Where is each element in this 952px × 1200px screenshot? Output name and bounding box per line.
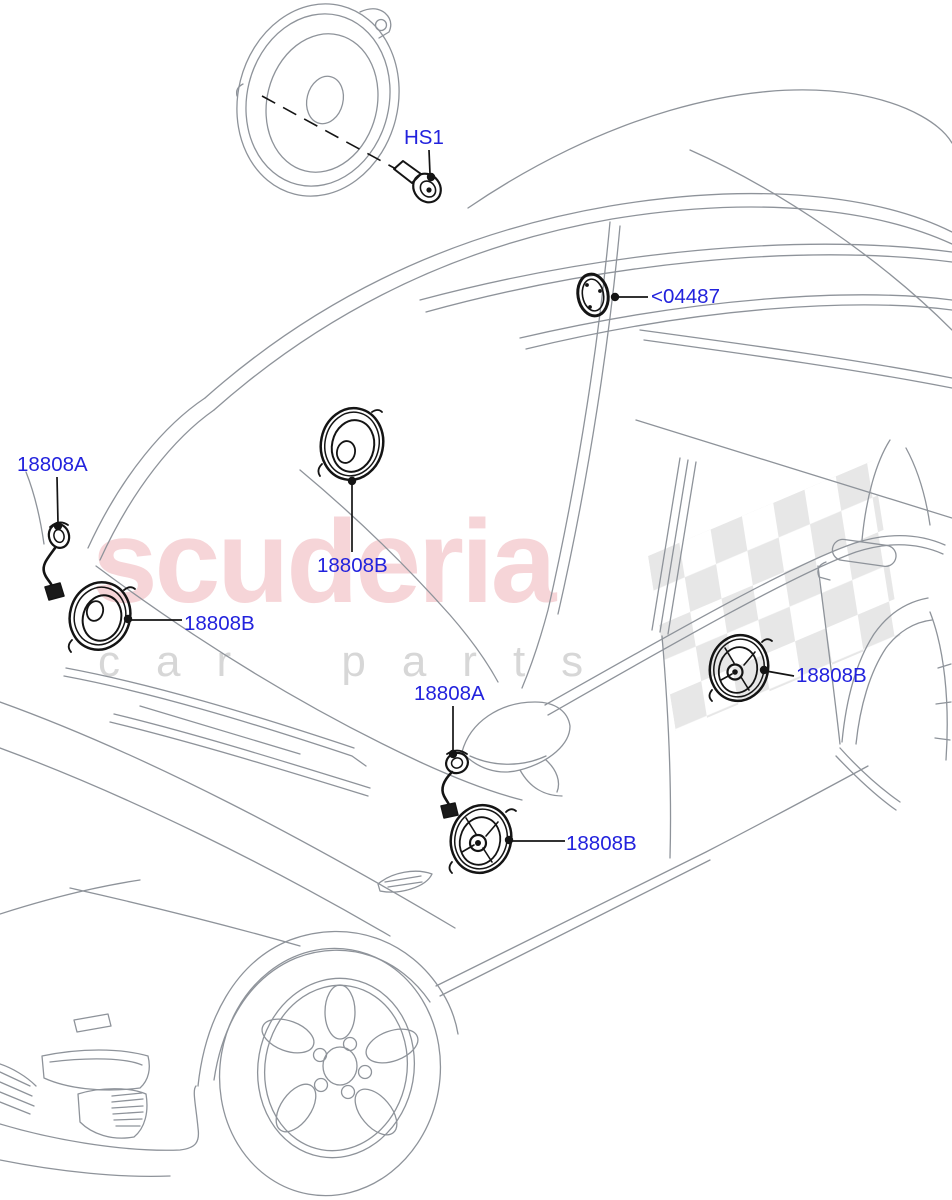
dash-centre-speaker <box>317 406 385 482</box>
part-label-04487[interactable]: <04487 <box>651 285 720 308</box>
watermark-tagline: car parts <box>98 637 620 686</box>
fixing-screw-hs1 <box>393 160 442 204</box>
front-door-speaker <box>448 803 517 875</box>
part-label-18808b-dash-left[interactable]: 18808B <box>184 612 255 635</box>
side-mirror <box>461 701 571 797</box>
explode-dashed-line <box>261 95 397 170</box>
door-handle <box>817 538 897 581</box>
part-label-18808a-door[interactable]: 18808A <box>414 682 485 705</box>
exploded-parts <box>42 160 773 875</box>
pillar-tweeter <box>42 521 71 601</box>
front-wheel <box>218 947 442 1197</box>
roof-grommet <box>576 272 610 318</box>
part-label-hs1[interactable]: HS1 <box>404 126 444 149</box>
checkered-flag-watermark <box>648 460 901 732</box>
door-tweeter <box>440 749 469 819</box>
part-label-18808b-dash-centre[interactable]: 18808B <box>317 554 388 577</box>
part-label-18808b-rear-door[interactable]: 18808B <box>796 664 867 687</box>
part-label-18808a-pillar[interactable]: 18808A <box>17 453 88 476</box>
dash-left-speaker <box>67 581 136 653</box>
roof-speaker-exploded <box>235 3 400 197</box>
watermark-brand: scuderia <box>92 496 556 628</box>
leader-lines <box>53 95 795 845</box>
part-label-18808b-front-door[interactable]: 18808B <box>566 832 637 855</box>
rear-door-speaker <box>708 633 773 703</box>
